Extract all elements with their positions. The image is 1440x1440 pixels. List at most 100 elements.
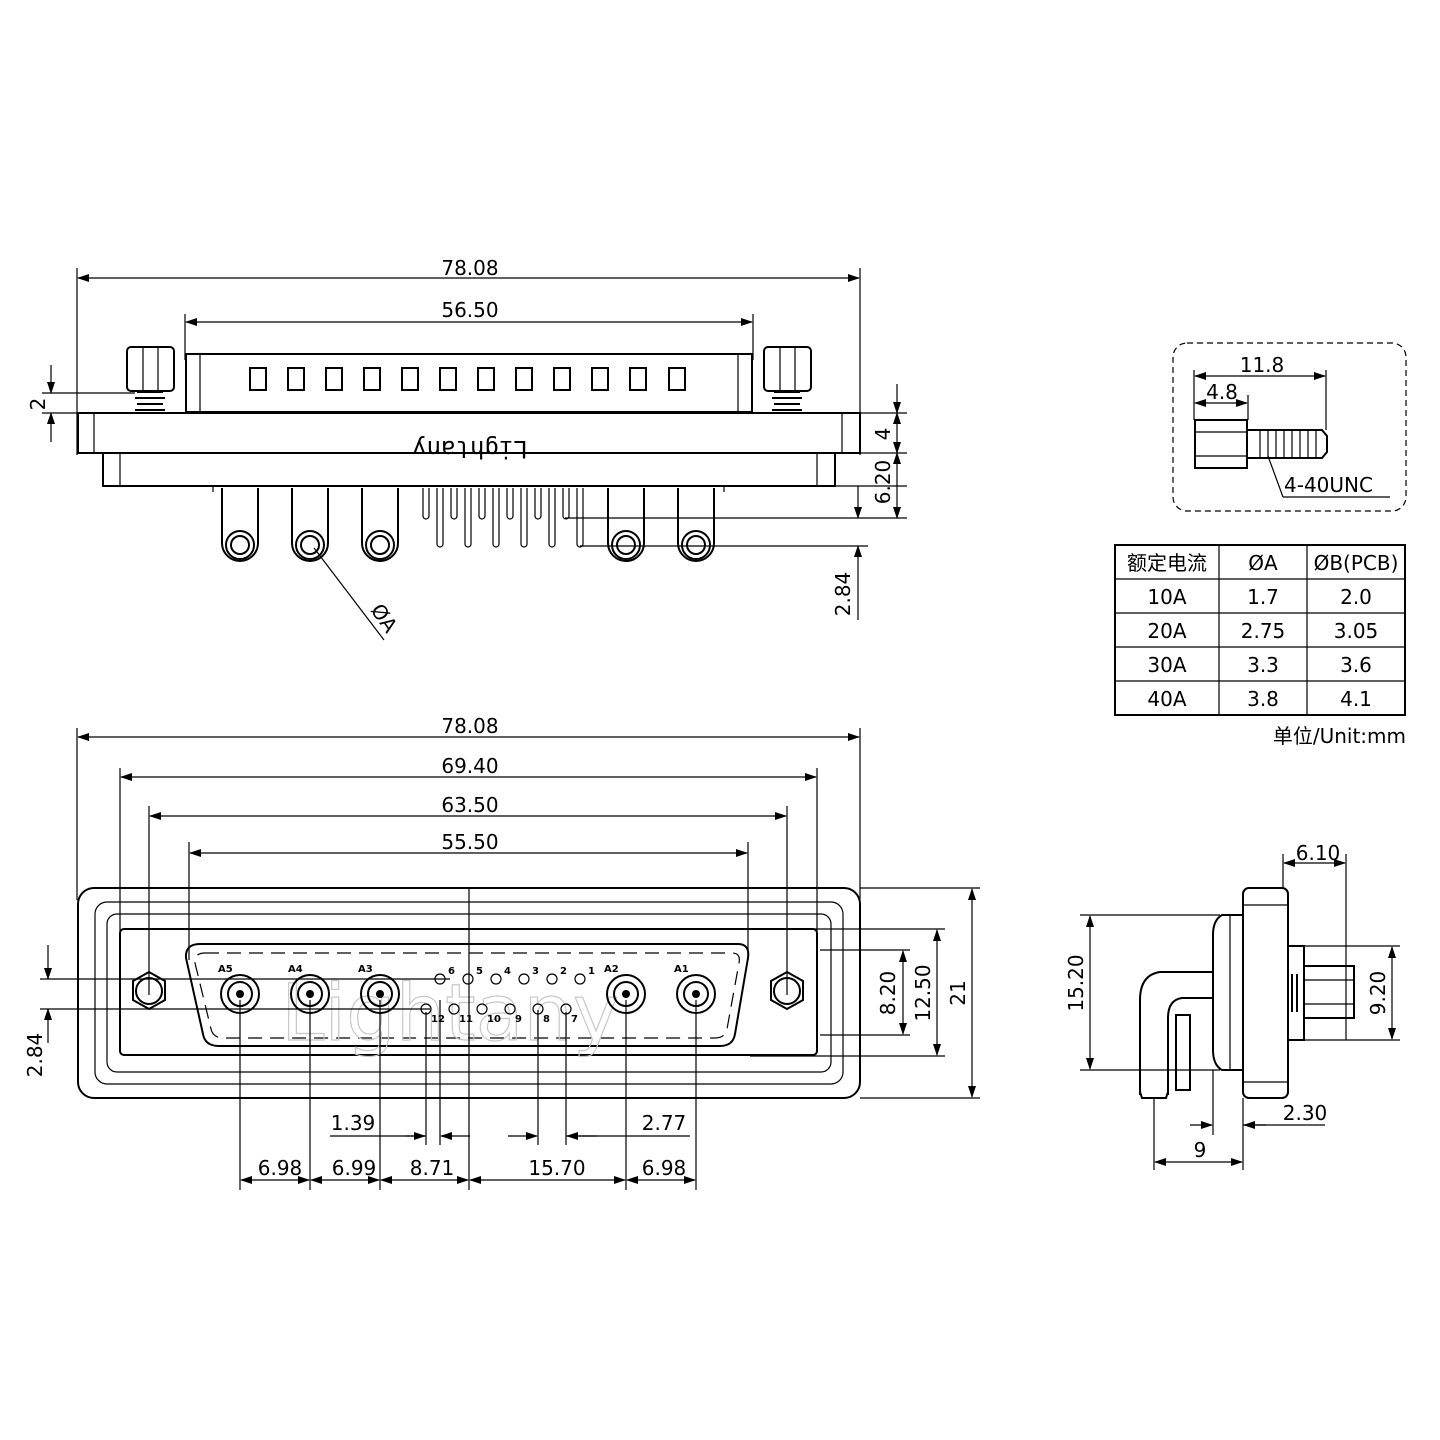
power-pin-leg [607, 488, 645, 562]
table-header-dia-b: ØB(PCB) [1314, 551, 1399, 575]
standoff-span-label: 9.20 [1366, 971, 1390, 1016]
power-contact-center [692, 990, 700, 998]
signal-contact-label: 8 [543, 1014, 550, 1025]
power-contact-center [622, 990, 630, 998]
table-cell: 4.1 [1340, 687, 1372, 711]
contact-slot [668, 367, 686, 391]
signal-contact-label: 7 [571, 1014, 578, 1025]
front-body-width-label: 56.50 [441, 298, 498, 322]
shell-inner-label: 55.50 [441, 830, 498, 854]
pin-row-offset-label: 6.20 [871, 460, 895, 505]
contact-slot [477, 367, 495, 391]
power-contact-center [306, 990, 314, 998]
signal-pin-long [464, 488, 472, 548]
power-pin-hole [230, 535, 250, 555]
signal-contact-label: 1 [588, 966, 595, 977]
power-pin-leg [221, 488, 259, 562]
row-pitch-label: 2.84 [23, 1033, 47, 1078]
power-contact-label: A5 [218, 964, 233, 975]
mounting-hole-right [770, 970, 804, 1011]
offset-left-label: 1.39 [331, 1111, 376, 1135]
signal-pin-long [520, 488, 528, 548]
signal-contact-label: 3 [532, 966, 539, 977]
pin-span-label: 8.20 [876, 971, 900, 1016]
signal-pin-short [478, 488, 486, 520]
contact-slot [287, 367, 305, 391]
contact-slot [439, 367, 457, 391]
signal-contact-label: 10 [487, 1014, 501, 1025]
table-cell: 3.8 [1247, 687, 1279, 711]
side-depth-label: 9 [1194, 1138, 1207, 1162]
brand-mark: Lightany [412, 435, 528, 463]
table-cell: 20A [1147, 619, 1186, 643]
signal-pin-short [450, 488, 458, 520]
signal-pin-long [492, 488, 500, 548]
power-pin-ring [225, 530, 255, 560]
power-pin-hole [370, 535, 390, 555]
signal-contact-label: 4 [504, 966, 511, 977]
table-cell: 1.7 [1247, 585, 1279, 609]
flange-depth-label: 6.10 [1296, 841, 1341, 865]
front-signal-pins [422, 488, 584, 548]
signal-contact-top [518, 973, 530, 985]
power-pin-ring [365, 530, 395, 560]
table-cell: 3.05 [1334, 619, 1379, 643]
plan-width-label: 78.08 [441, 714, 498, 738]
bottom-dim-4: 15.70 [528, 1156, 585, 1180]
signal-pin-short [534, 488, 542, 520]
table-cell: 2.0 [1340, 585, 1372, 609]
contact-slot [591, 367, 609, 391]
rating-table: 额定电流 ØA ØB(PCB) 10A 1.7 2.0 20A 2.75 3.0… [1114, 544, 1406, 748]
standoff-height-label: 2 [26, 398, 50, 411]
signal-contact-label: 5 [476, 966, 483, 977]
pin-pitch-vertical-label: 2.84 [831, 572, 855, 617]
signal-contact-label: 2 [560, 966, 567, 977]
table-cell: 40A [1147, 687, 1186, 711]
power-pin-ring [611, 530, 641, 560]
signal-contact-label: 12 [431, 1014, 445, 1025]
unit-note: 单位/Unit:mm [1273, 724, 1406, 748]
power-pin-hole [686, 535, 706, 555]
hole-spacing-label: 69.40 [441, 754, 498, 778]
table-cell: 30A [1147, 653, 1186, 677]
power-pin-hole [300, 535, 320, 555]
power-contact-label: A4 [288, 964, 303, 975]
flange-thickness-label: 4 [871, 428, 895, 441]
signal-contact-top [546, 973, 558, 985]
power-pin-leg [291, 488, 329, 562]
signal-contact-top [574, 973, 586, 985]
power-contact-center [376, 990, 384, 998]
contact-slot-row [249, 367, 686, 391]
shell-height-label: 12.50 [911, 964, 935, 1021]
signal-contact-label: 6 [448, 966, 455, 977]
contact-slot [401, 367, 419, 391]
total-height-label: 21 [946, 980, 970, 1005]
signal-pin-short [562, 488, 570, 520]
power-contact-label: A2 [604, 964, 619, 975]
offset-right-label: 2.77 [642, 1111, 687, 1135]
screw-head-length-label: 4.8 [1206, 380, 1238, 404]
signal-contact-top [490, 973, 502, 985]
power-pin-leg [677, 488, 715, 562]
power-pin-leg [361, 488, 399, 562]
power-contact-label: A1 [674, 964, 689, 975]
front-view: 78.08 56.50 Lightany [26, 256, 907, 641]
side-offset-label: 2.30 [1283, 1101, 1328, 1125]
screw-detail: 11.8 4.8 4-40UNC [1172, 342, 1407, 512]
signal-contact-bottom [448, 1003, 460, 1015]
table-header-dia-a: ØA [1248, 551, 1278, 575]
table-cell: 2.75 [1241, 619, 1286, 643]
diameter-a-callout: ØA [366, 599, 403, 637]
contact-slot [363, 367, 381, 391]
signal-contact-bottom [476, 1003, 488, 1015]
table-cell: 10A [1147, 585, 1186, 609]
signal-contact-bottom [504, 1003, 516, 1015]
signal-contact-label: 11 [459, 1014, 473, 1025]
signal-pin-short [422, 488, 430, 520]
signal-pin-long [436, 488, 444, 548]
signal-pin-long [576, 488, 584, 548]
signal-contact-top [462, 973, 474, 985]
